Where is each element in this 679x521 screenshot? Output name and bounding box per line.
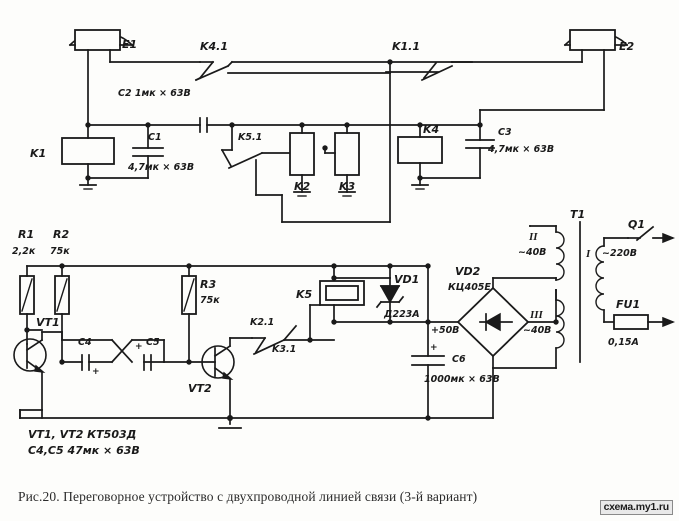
label-plus50: +50В <box>431 325 459 336</box>
capacitor-c1 <box>87 124 164 179</box>
label-c6-value: 1000мк × 63В <box>424 374 500 385</box>
label-r3: R3 <box>200 278 216 291</box>
relay-contact-k5-1[interactable] <box>220 124 291 223</box>
label-k5: K5 <box>296 288 313 301</box>
resistor-r3 <box>181 263 197 365</box>
label-c4-polarity: + <box>92 367 100 377</box>
diode-bridge-vd2 <box>427 277 557 369</box>
label-winding-1-value: ~220В <box>602 248 637 259</box>
label-c2: C2 1мк × 63В <box>118 88 191 99</box>
junction <box>425 415 431 421</box>
transformer-t1 <box>529 221 629 369</box>
label-vt2: VT2 <box>188 382 212 395</box>
transistor-vt2 <box>188 337 253 419</box>
label-k3: K3 <box>339 180 356 193</box>
label-q1: Q1 <box>628 218 645 231</box>
note-transistors: VT1, VT2 КТ503Д <box>28 428 136 441</box>
junction <box>387 263 393 269</box>
label-winding-2-value: ~40В <box>518 247 546 258</box>
label-vd2: VD2 <box>455 265 481 278</box>
switch-q1[interactable] <box>627 225 676 244</box>
label-c6: C6 <box>452 354 466 365</box>
capacitor-c5 <box>41 331 190 371</box>
label-r1-value: 2,2к <box>12 246 36 257</box>
label-vd1: VD1 <box>394 273 419 286</box>
label-c6-polarity: + <box>430 343 438 353</box>
label-r2-value: 75к <box>50 246 70 257</box>
label-vd2-value: КЦ405Е <box>448 282 491 293</box>
label-r1: R1 <box>18 228 34 241</box>
junction <box>425 263 431 269</box>
resistor-r2 <box>54 263 70 365</box>
label-vt1: VT1 <box>36 316 60 329</box>
transistor-vt1 <box>13 329 47 411</box>
junction <box>331 275 337 281</box>
label-k1: K1 <box>30 147 46 160</box>
relay-coil-k5 <box>319 280 365 325</box>
label-k2: K2 <box>294 180 311 193</box>
label-c3: C3 <box>498 127 512 138</box>
label-vd1-value: Д223А <box>383 309 420 320</box>
relay-contact-k1-1[interactable] <box>385 59 473 82</box>
label-c5: C5 <box>146 337 160 348</box>
label-k2-1: K2.1 <box>250 317 274 328</box>
label-k3-1: K3.1 <box>272 344 296 355</box>
figure-caption-wrap: Рис.20. Переговорное устройство с двухпр… <box>0 486 679 505</box>
diode-vd1 <box>333 277 429 325</box>
capacitor-c2 <box>85 117 233 133</box>
label-k4: K4 <box>423 123 439 136</box>
relay-coil-k4 <box>397 122 443 190</box>
capacitor-c6 <box>411 321 445 419</box>
speaker-e2 <box>451 29 629 111</box>
ground-symbol <box>218 417 242 429</box>
capacitor-c4 <box>61 338 165 371</box>
speaker-e1 <box>68 29 201 126</box>
label-fu1-value: 0,15А <box>608 337 639 348</box>
relay-coil-k3 <box>322 122 360 197</box>
label-e2: E2 <box>619 40 635 53</box>
watermark: схема.my1.ru <box>599 500 673 515</box>
fuse-fu1 <box>613 314 676 330</box>
label-winding-3: III <box>529 309 544 321</box>
label-winding-1: I <box>585 248 591 260</box>
relay-contact-k2-1-k3-1[interactable] <box>251 304 335 356</box>
figure-caption: Рис.20. Переговорное устройство с двухпр… <box>18 489 478 504</box>
capacitor-c3 <box>419 124 495 179</box>
label-r3-value: 75к <box>200 295 220 306</box>
label-c1-value: 4,7мк × 63В <box>127 162 194 173</box>
label-winding-3-value: ~40В <box>523 325 551 336</box>
junction <box>331 263 337 269</box>
label-c1: C1 <box>148 132 162 143</box>
label-c4: C4 <box>78 337 92 348</box>
label-k4-1: K4.1 <box>200 40 228 53</box>
relay-contact-k4-1[interactable] <box>194 60 453 82</box>
relay-coil-k2 <box>289 122 315 197</box>
label-e1: E1 <box>122 38 137 51</box>
label-c5-polarity: + <box>135 342 143 352</box>
label-t1: T1 <box>570 208 585 221</box>
label-r2: R2 <box>53 228 69 241</box>
label-k1-1: K1.1 <box>392 40 420 53</box>
label-k5-1: K5.1 <box>238 132 262 143</box>
resistor-r1 <box>19 265 35 333</box>
label-winding-2: II <box>528 231 538 243</box>
label-c3-value: 4,7мк × 63В <box>487 144 554 155</box>
note-capacitors: C4,C5 47мк × 63В <box>28 444 140 457</box>
relay-coil-k1 <box>61 124 115 190</box>
label-fu1: FU1 <box>616 298 640 311</box>
